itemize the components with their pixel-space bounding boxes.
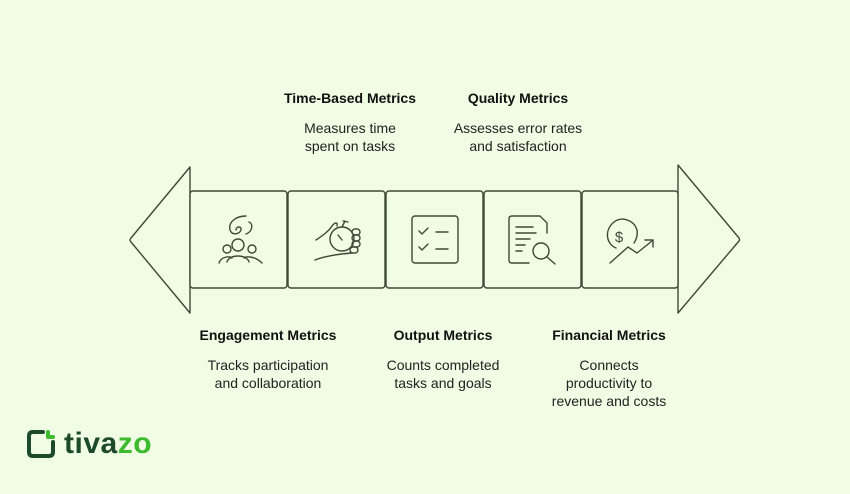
right-arrowhead	[677, 164, 741, 314]
label-title: Engagement Metrics	[199, 327, 337, 343]
logo-mark-icon	[27, 430, 55, 458]
desc-line: and collaboration	[214, 375, 322, 391]
label-description: Connects productivity to revenue and cos…	[509, 356, 709, 410]
desc-line: Counts completed	[386, 357, 500, 373]
label-time-based-metrics: Time-Based Metrics Measures time spent o…	[250, 89, 450, 155]
label-engagement-metrics: Engagement Metrics Tracks participation …	[168, 326, 368, 392]
label-description: Counts completed tasks and goals	[343, 356, 543, 392]
box-time	[287, 190, 386, 289]
left-arrowhead	[129, 166, 191, 314]
team-collaboration-icon	[218, 215, 263, 264]
brand-name-part2: zo	[117, 427, 153, 460]
desc-line: spent on tasks	[304, 138, 396, 154]
label-title: Output Metrics	[393, 327, 493, 343]
label-description: Measures time spent on tasks	[250, 119, 450, 155]
desc-line: and satisfaction	[469, 138, 567, 154]
label-quality-metrics: Quality Metrics Assesses error rates and…	[418, 89, 618, 155]
label-description: Tracks participation and collaboration	[168, 356, 368, 392]
desc-line: Connects	[579, 357, 639, 373]
svg-text:$: $	[615, 229, 624, 246]
desc-line: Assesses error rates	[453, 120, 583, 136]
box-quality	[483, 190, 582, 289]
desc-line: revenue and costs	[551, 393, 667, 409]
label-financial-metrics: Financial Metrics Connects productivity …	[509, 326, 709, 410]
checklist-icon	[411, 215, 459, 264]
dollar-growth-icon: $	[606, 218, 654, 264]
label-title: Quality Metrics	[467, 90, 569, 106]
box-output	[385, 190, 484, 289]
desc-line: Measures time	[304, 120, 396, 136]
stopwatch-hand-icon	[314, 220, 361, 261]
label-title: Time-Based Metrics	[283, 90, 416, 106]
document-search-icon	[508, 215, 556, 265]
label-title: Financial Metrics	[552, 327, 666, 343]
desc-line: productivity to	[565, 375, 653, 391]
brand-name: tivazo	[64, 428, 152, 460]
desc-line: Tracks participation	[207, 357, 329, 373]
brand-logo: tivazo	[26, 428, 152, 460]
box-financial	[581, 190, 679, 289]
desc-line: tasks and goals	[394, 375, 492, 391]
label-description: Assesses error rates and satisfaction	[418, 119, 618, 155]
label-output-metrics: Output Metrics Counts completed tasks an…	[343, 326, 543, 392]
brand-name-part1: tiva	[64, 427, 118, 460]
